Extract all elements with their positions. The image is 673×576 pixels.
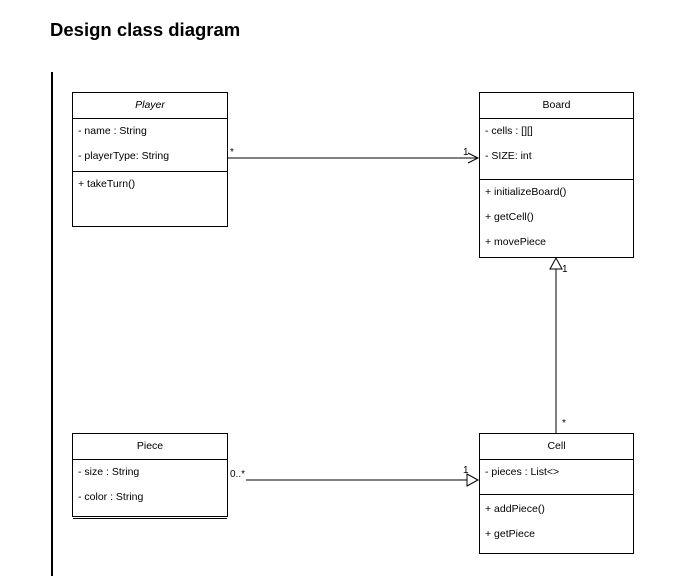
- multiplicity-piece: 0..*: [230, 469, 245, 480]
- method: + addPiece(): [485, 503, 545, 515]
- class-cell[interactable]: Cell - pieces : List<> + addPiece() + ge…: [479, 433, 634, 554]
- relationship-piece-cell[interactable]: 0..* 1: [230, 465, 480, 487]
- multiplicity-player: *: [230, 147, 234, 158]
- method: + initializeBoard(): [485, 186, 567, 198]
- attribute: - color : String: [78, 491, 144, 503]
- attribute: - playerType: String: [78, 150, 170, 162]
- attribute: - cells : [][]: [485, 125, 533, 137]
- generalization-cell-board[interactable]: 1 *: [549, 256, 568, 433]
- class-board-attributes: - cells : [][] - SIZE: int: [480, 119, 633, 180]
- method: + getCell(): [485, 211, 534, 223]
- method: + takeTurn(): [78, 178, 136, 190]
- attribute: - pieces : List<>: [485, 466, 560, 478]
- left-divider-line: [51, 72, 53, 576]
- attribute: - SIZE: int: [485, 150, 532, 162]
- attribute: - name : String: [78, 125, 147, 137]
- class-board-name: Board: [480, 93, 633, 119]
- multiplicity-board: 1: [463, 147, 469, 158]
- class-player-name: Player: [73, 93, 227, 119]
- diagram-title: Design class diagram: [50, 19, 241, 40]
- attribute: - size : String: [78, 466, 140, 478]
- class-player[interactable]: Player - name : String - playerType: Str…: [72, 92, 228, 227]
- multiplicity-board-gen: 1: [562, 264, 568, 275]
- class-board-methods: + initializeBoard() + getCell() + movePi…: [480, 180, 633, 259]
- class-board[interactable]: Board - cells : [][] - SIZE: int + initi…: [479, 92, 634, 258]
- class-player-attributes: - name : String - playerType: String: [73, 119, 227, 172]
- method: + movePiece: [485, 236, 546, 248]
- class-piece-attributes: - size : String - color : String: [73, 460, 227, 519]
- multiplicity-cell: 1: [463, 465, 469, 476]
- class-player-methods: + takeTurn(): [73, 172, 227, 201]
- multiplicity-cell-gen: *: [562, 418, 566, 429]
- class-cell-name: Cell: [480, 434, 633, 460]
- class-cell-methods: + addPiece() + getPiece: [480, 495, 633, 551]
- class-piece[interactable]: Piece - size : String - color : String: [72, 433, 228, 519]
- method: + getPiece: [485, 528, 535, 540]
- association-player-board[interactable]: * 1: [228, 147, 480, 164]
- class-piece-name: Piece: [73, 434, 227, 460]
- class-cell-attributes: - pieces : List<>: [480, 460, 633, 495]
